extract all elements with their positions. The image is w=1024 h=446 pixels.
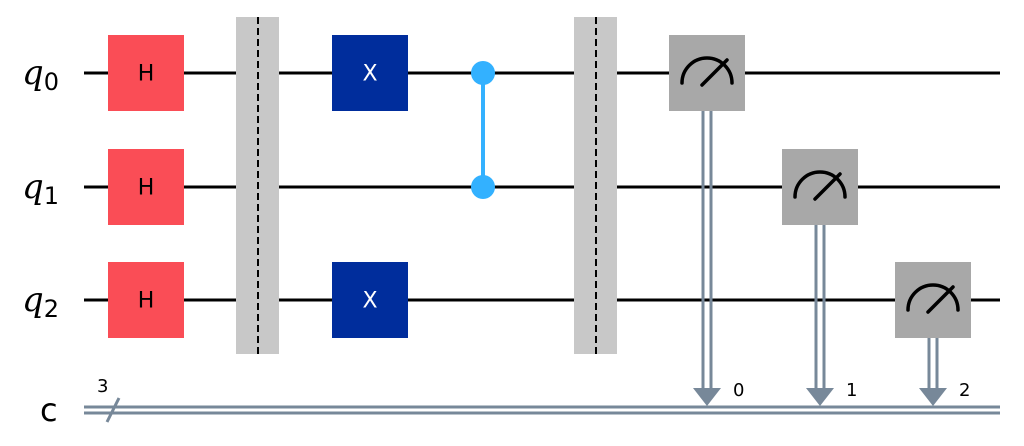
- gate-label: H: [138, 289, 155, 314]
- meter-icon: [680, 56, 734, 85]
- meter-needle-icon: [700, 58, 729, 87]
- x-gate-q0[interactable]: X: [332, 35, 408, 111]
- gate-label: X: [362, 62, 377, 87]
- qubit-labels: q0 q1 q2 c: [22, 53, 59, 429]
- qubit-label-q2: q2: [22, 280, 59, 323]
- h-gate-q1[interactable]: H: [108, 149, 184, 225]
- measure-arrow-icon: [919, 388, 947, 406]
- cz-control-dot-q1: [471, 175, 495, 199]
- measure-box: [895, 262, 971, 338]
- measure-gate-q2[interactable]: 2: [895, 262, 971, 406]
- classical-wire: 3: [84, 376, 1000, 423]
- cz-control-dot-q0: [471, 61, 495, 85]
- gate-label: H: [138, 176, 155, 201]
- clbit-index-label: 0: [733, 380, 744, 401]
- measure-gate-q0[interactable]: 0: [669, 35, 745, 406]
- measurements: 0 1 2: [669, 35, 971, 406]
- barrier-1: [236, 17, 279, 356]
- h-gate-q0[interactable]: H: [108, 35, 184, 111]
- gate-label: H: [138, 62, 155, 87]
- cz-gate-q0-q1[interactable]: [471, 61, 495, 199]
- qubit-wires: [84, 71, 1000, 302]
- meter-needle-icon: [813, 172, 842, 201]
- qubit-label-q1: q1: [22, 167, 59, 210]
- measure-box: [782, 149, 858, 225]
- meter-needle-icon: [926, 285, 955, 314]
- measure-box: [669, 35, 745, 111]
- clbit-index-label: 1: [846, 380, 857, 401]
- measure-gate-q1[interactable]: 1: [782, 149, 858, 406]
- measure-arrow-icon: [806, 388, 834, 406]
- h-gate-q2[interactable]: H: [108, 262, 184, 338]
- x-gate-q2[interactable]: X: [332, 262, 408, 338]
- barrier-2: [574, 17, 617, 356]
- register-size-slash: [105, 397, 121, 423]
- register-size-label: 3: [97, 376, 108, 397]
- meter-icon: [793, 170, 847, 199]
- clbit-index-label: 2: [959, 380, 970, 401]
- classical-register-label: c: [40, 391, 58, 429]
- gate-label: X: [362, 289, 377, 314]
- qubit-label-q0: q0: [22, 53, 59, 96]
- meter-icon: [906, 283, 960, 312]
- measure-arrow-icon: [693, 388, 721, 406]
